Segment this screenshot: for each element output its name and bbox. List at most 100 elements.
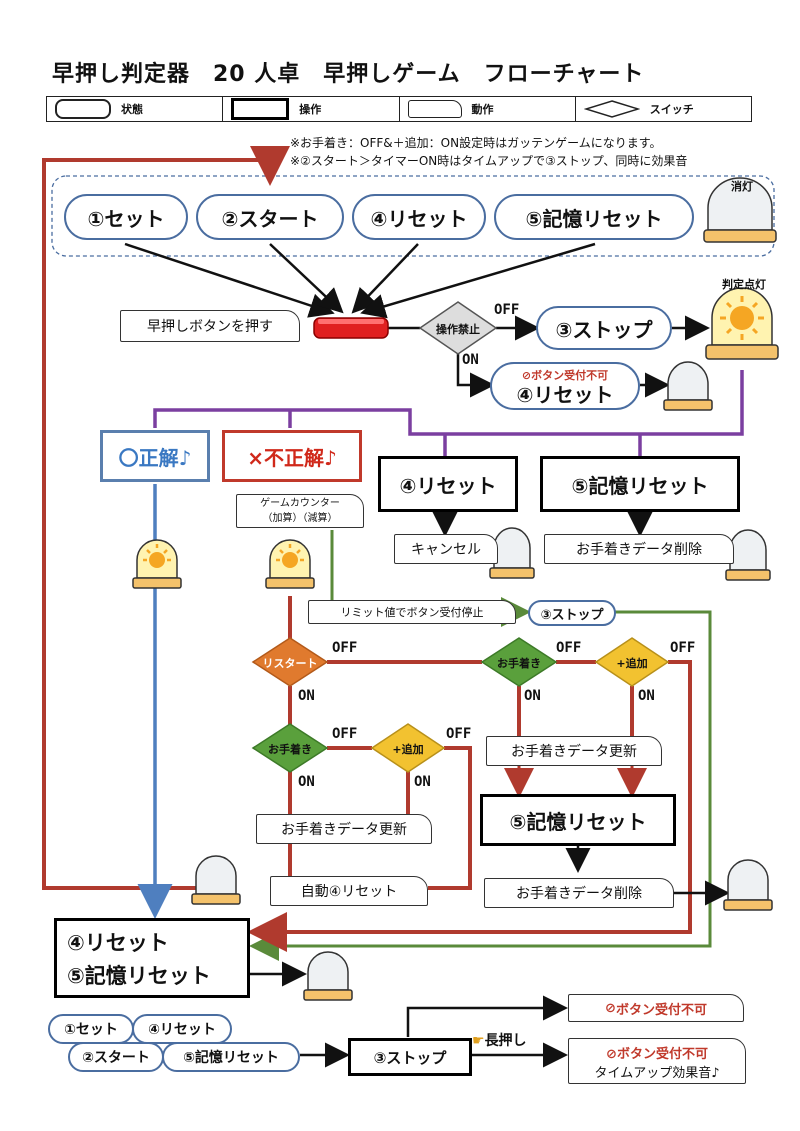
state-set: ①セット <box>64 194 188 240</box>
lamp-off-label: 消灯 <box>731 180 753 193</box>
counter-title: ゲームカウンター <box>260 498 340 509</box>
game-counter: ゲームカウンター （加算）（減算） <box>236 494 364 528</box>
operation-symbol <box>231 98 290 120</box>
off-label: OFF <box>446 726 472 742</box>
reset-label: ④リセット <box>516 383 614 407</box>
time-up-text: タイムアップ効果音♪ <box>594 1066 720 1081</box>
legend-state: 状態 <box>47 97 224 121</box>
page-title: 早押し判定器 20 人卓 早押しゲーム フローチャート <box>52 62 645 87</box>
action-press-button: 早押しボタンを押す <box>120 310 300 342</box>
op-line: ⑤記憶リセット <box>67 964 211 988</box>
not-accept-line: ⊘ボタン受付不可 <box>492 367 638 383</box>
op-stop: ③ストップ <box>348 1038 472 1076</box>
long-press-text: 長押し <box>484 1033 527 1049</box>
action-update-data: お手着きデータ更新 <box>486 736 662 766</box>
state-symbol <box>55 99 111 119</box>
on-label: ON <box>414 774 431 790</box>
state-memory-reset: ⑤記憶リセット <box>494 194 694 240</box>
add-label: +追加 <box>392 743 424 756</box>
state-start: ②スタート <box>196 194 344 240</box>
lamp-off-icon <box>723 859 773 911</box>
restart-diamond <box>251 637 329 687</box>
add-label: +追加 <box>616 657 648 670</box>
on-label: ON <box>298 774 315 790</box>
lamp-off-icon <box>303 951 353 1001</box>
lamp-off-icon <box>725 529 771 581</box>
action-limit-stop: リミット値でボタン受付停止 <box>308 600 516 624</box>
note-2: ※②スタート＞タイマーON時はタイムアップで③ストップ、同時に効果音 <box>290 154 688 168</box>
lamp-off-icon <box>703 177 777 243</box>
lamp-on-label: 判定点灯 <box>722 278 766 291</box>
restart-label: リスタート <box>262 657 318 670</box>
op-memory-reset: ⑤記憶リセット <box>480 794 676 846</box>
add-diamond-right <box>594 637 670 687</box>
lamp-off-icon <box>663 361 713 411</box>
on-label: ON <box>524 688 541 704</box>
op-line: ④リセット <box>67 931 169 955</box>
not-accept-line: ⊘ボタン受付不可 <box>569 1043 745 1062</box>
op-memory-reset: ⑤記憶リセット <box>540 456 740 512</box>
state-reset-locked: ⊘ボタン受付不可 ④リセット <box>490 362 640 410</box>
legend-label: 状態 <box>121 103 143 116</box>
off-label: OFF <box>494 302 520 318</box>
switch-lock-label: 操作禁止 <box>436 323 480 336</box>
no-entry-icon: ⊘ <box>605 1000 616 1016</box>
wrong-state: ×不正解♪ <box>222 430 362 482</box>
action-auto-reset: 自動④リセット <box>270 876 428 906</box>
state-reset: ④リセット <box>132 1014 232 1044</box>
state-reset: ④リセット <box>352 194 486 240</box>
on-label: ON <box>638 688 655 704</box>
lamp-on-icon <box>705 287 779 360</box>
state-set: ①セット <box>48 1014 134 1044</box>
state-start: ②スタート <box>68 1042 164 1072</box>
state-stop-small: ③ストップ <box>528 600 616 626</box>
action-delete-data: お手着きデータ削除 <box>544 534 734 564</box>
no-entry-icon: ⊘ <box>606 1047 617 1062</box>
switch-symbol <box>583 100 640 118</box>
lamp-off-icon <box>191 855 241 905</box>
top-state-group <box>51 175 775 257</box>
not-accept-text: ボタン受付不可 <box>531 369 609 382</box>
off-label: OFF <box>556 640 582 656</box>
hand-pointer-icon: ☛ <box>472 1033 485 1049</box>
counter-modes: （加算）（減算） <box>262 513 338 524</box>
legend-operation: 操作 <box>223 97 400 121</box>
legend-switch: スイッチ <box>576 97 751 121</box>
state-memory-reset: ⑤記憶リセット <box>162 1042 300 1072</box>
not-accept-text: ボタン受付不可 <box>615 1002 707 1018</box>
on-label: ON <box>462 352 479 368</box>
action-delete-data: お手着きデータ削除 <box>484 878 674 908</box>
legend-action: 動作 <box>400 97 576 121</box>
otetsuki-diamond-right <box>480 637 558 687</box>
otetsuki-diamond-left <box>251 723 329 773</box>
long-press-label: ☛長押し <box>472 1030 527 1050</box>
legend-label: スイッチ <box>649 103 694 116</box>
off-label: OFF <box>332 640 358 656</box>
otetsuki-label: お手着き <box>268 743 312 756</box>
otetsuki-label: お手着き <box>497 657 541 670</box>
lamp-on-icon <box>132 539 182 589</box>
legend: 状態 操作 動作 スイッチ <box>46 96 752 122</box>
action-not-accept: ⊘ボタン受付不可 <box>568 994 744 1022</box>
op-reset: ④リセット <box>378 456 518 512</box>
lamp-on-icon <box>265 539 315 589</box>
feedback-line <box>42 146 290 890</box>
correct-state: 〇正解♪ <box>100 430 210 482</box>
off-label: OFF <box>670 640 696 656</box>
on-label: ON <box>298 688 315 704</box>
action-not-accept-timeup: ⊘ボタン受付不可 タイムアップ効果音♪ <box>568 1038 746 1084</box>
off-label: OFF <box>332 726 358 742</box>
legend-label: 操作 <box>299 103 322 116</box>
op-reset-memory-reset: ④リセット ⑤記憶リセット <box>54 918 250 998</box>
legend-label: 動作 <box>471 103 494 116</box>
switch-lock-diamond <box>418 301 498 355</box>
not-accept-text: ボタン受付不可 <box>616 1047 708 1062</box>
state-stop: ③ストップ <box>536 306 672 350</box>
add-diamond-left <box>370 723 446 773</box>
no-entry-icon: ⊘ <box>521 369 532 382</box>
action-update-data: お手着きデータ更新 <box>256 814 432 844</box>
action-cancel: キャンセル <box>394 534 498 564</box>
action-symbol <box>407 100 462 118</box>
note-1: ※お手着き：OFF&＋追加：ON設定時はガッテンゲームになります。 <box>290 136 662 150</box>
